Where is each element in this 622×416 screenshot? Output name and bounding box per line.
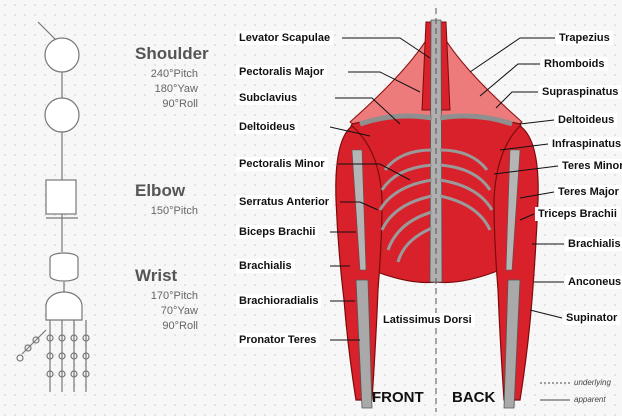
wrist-spec-roll: 90°Roll [134, 319, 198, 334]
label-rhomboids: Rhomboids [541, 57, 608, 71]
label-levator-scapulae: Levator Scapulae [236, 31, 333, 45]
label-brachioradialis: Brachioradialis [236, 294, 321, 308]
shoulder-spec-yaw: 180°Yaw [134, 82, 198, 97]
wrist-spec-pitch: 170°Pitch [134, 289, 198, 304]
robot-arm-schematic [17, 22, 89, 392]
elbow-spec-pitch: 150°Pitch [134, 204, 198, 219]
joint-title-elbow: Elbow [135, 181, 185, 201]
joint-title-wrist: Wrist [135, 266, 177, 286]
legend-apparent: apparent [574, 395, 606, 404]
shoulder-spec-roll: 90°Roll [134, 97, 198, 112]
label-triceps-brachii: Triceps Brachii [535, 207, 620, 221]
label-teres-major: Teres Major [555, 185, 622, 199]
view-label-front: FRONT [372, 389, 424, 406]
label-latissimus-dorsi: Latissimus Dorsi [380, 313, 475, 327]
label-subclavius: Subclavius [236, 91, 300, 105]
label-brachialis-front: Brachialis [236, 259, 295, 273]
label-trapezius: Trapezius [556, 31, 613, 45]
torso-illustration [336, 8, 538, 412]
label-brachialis-back: Brachialis [565, 237, 622, 251]
legend-underlying: underlying [574, 378, 611, 387]
label-pectoralis-minor: Pectoralis Minor [236, 157, 328, 171]
label-supinator: Supinator [563, 311, 620, 325]
label-teres-minor: Teres Minor [559, 159, 622, 173]
wrist-spec-yaw: 70°Yaw [134, 304, 198, 319]
wrist-specs: 170°Pitch 70°Yaw 90°Roll [134, 289, 198, 334]
label-biceps-brachii: Biceps Brachii [236, 225, 318, 239]
label-pronator-teres: Pronator Teres [236, 333, 319, 347]
view-label-back: BACK [452, 389, 495, 406]
label-deltoideus-back: Deltoideus [555, 113, 617, 127]
label-supraspinatus: Supraspinatus [539, 85, 621, 99]
shoulder-spec-pitch: 240°Pitch [134, 67, 198, 82]
joint-title-shoulder: Shoulder [135, 44, 209, 64]
label-anconeus: Anconeus [565, 275, 622, 289]
shoulder-specs: 240°Pitch 180°Yaw 90°Roll [134, 67, 198, 112]
label-pectoralis-major: Pectoralis Major [236, 65, 327, 79]
label-serratus-anterior: Serratus Anterior [236, 195, 332, 209]
label-deltoideus-front: Deltoideus [236, 120, 298, 134]
label-infraspinatus: Infraspinatus [549, 137, 622, 151]
elbow-specs: 150°Pitch [134, 204, 198, 219]
